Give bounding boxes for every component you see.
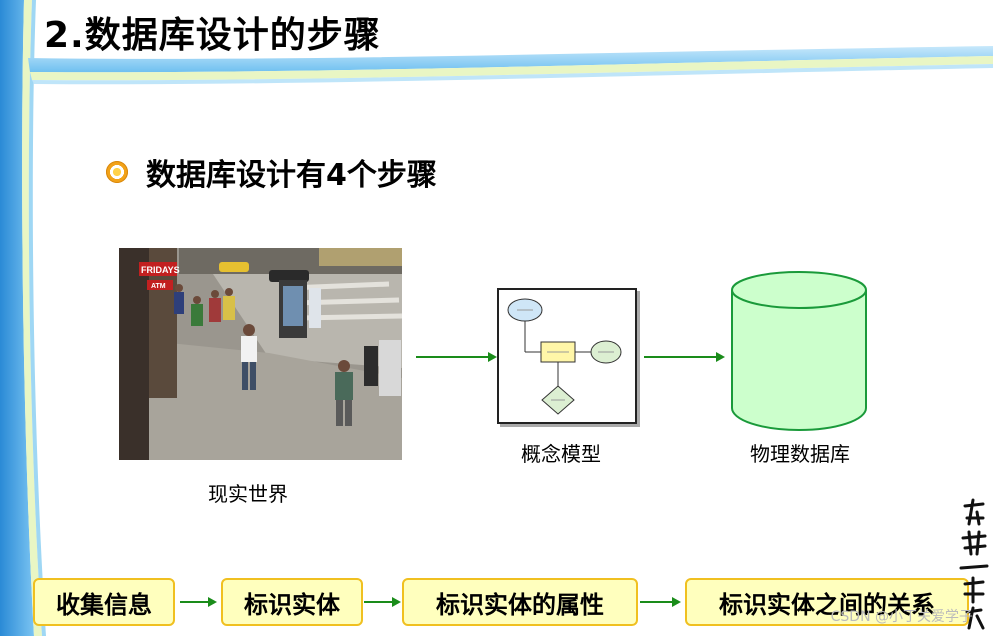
bullet-text: 数据库设计有4个步骤 (146, 158, 437, 193)
arrow-right-icon (180, 597, 217, 607)
database-cylinder-icon (731, 271, 867, 431)
arrow-right-icon (364, 597, 401, 607)
arrow-right-icon (644, 352, 725, 362)
arrow-right-icon (640, 597, 681, 607)
step-collect-info: 收集信息 (33, 578, 175, 626)
slide-title: 2.数据库设计的步骤 (44, 15, 381, 56)
photo-sign-atm: ATM (151, 283, 166, 290)
real-world-photo: FRIDAYS ATM (119, 248, 402, 460)
concept-model-diagram (497, 288, 637, 424)
csdn-watermark: CSDN @小丁关爱学子 (830, 609, 973, 625)
concept-model-caption: 概念模型 (521, 442, 601, 466)
step-identify-entity: 标识实体 (221, 578, 363, 626)
arrow-right-icon (416, 352, 497, 362)
physical-db-caption: 物理数据库 (750, 442, 850, 466)
real-world-caption: 现实世界 (208, 482, 288, 506)
calligraphy-decoration-icon (959, 498, 989, 630)
step-identify-attributes: 标识实体的属性 (402, 578, 638, 626)
step-identify-relationships: 标识实体之间的关系 (685, 578, 969, 626)
bullet-circle-icon (106, 161, 128, 183)
photo-sign-fridays: FRIDAYS (141, 265, 180, 275)
bullet-point: 数据库设计有4个步骤 (106, 150, 437, 194)
